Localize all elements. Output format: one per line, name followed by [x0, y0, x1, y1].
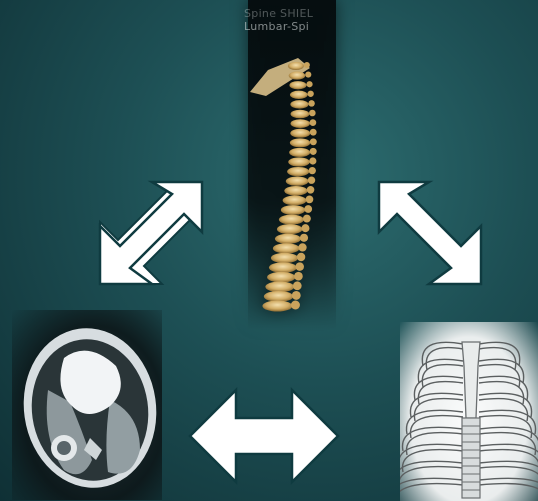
- vertebra-process: [307, 186, 315, 194]
- vertebra-process: [300, 234, 308, 242]
- vertebra-process: [304, 62, 310, 68]
- vertebra-process: [309, 110, 316, 117]
- rib-cage-graphic: [400, 322, 538, 501]
- vertebra: [289, 81, 306, 89]
- vertebra: [277, 224, 303, 234]
- vertebra: [290, 100, 308, 108]
- vertebra: [269, 262, 297, 273]
- vertebra: [288, 62, 304, 70]
- spine-3d-image: [248, 0, 336, 330]
- vertebra-process: [307, 91, 313, 97]
- vertebra-process: [310, 129, 317, 136]
- vertebra: [291, 110, 310, 119]
- horizontal-double-arrow-icon: [188, 384, 340, 488]
- diagonal-double-arrow-icon: [96, 180, 206, 286]
- vertebra: [271, 253, 298, 263]
- vertebra-process: [297, 253, 305, 261]
- rib: [400, 461, 463, 485]
- diagonal-double-arrow-icon: [375, 180, 485, 286]
- rib-inner: [400, 484, 463, 501]
- rib-cage-image: [400, 322, 538, 501]
- vertebra-process: [306, 196, 314, 204]
- vertebra: [287, 167, 309, 176]
- chest-ct-image: [12, 310, 162, 500]
- spine-caption-line1: Spine SHIEL: [244, 7, 354, 20]
- vertebra: [262, 301, 292, 312]
- vertebra: [290, 129, 310, 138]
- vertebra-process: [304, 205, 312, 213]
- vertebra: [265, 281, 294, 292]
- vertebra: [273, 243, 300, 253]
- vertebra-process: [292, 291, 301, 300]
- vertebra-process: [308, 176, 315, 183]
- vertebra-process: [310, 138, 317, 145]
- vertebra-process: [305, 72, 311, 78]
- vertebra-process: [310, 148, 317, 155]
- vertebra: [289, 72, 306, 80]
- chest-ct-graphic: [12, 310, 162, 500]
- vertebra-process: [294, 272, 303, 281]
- vertebra-process: [308, 100, 314, 106]
- vertebra: [290, 138, 310, 147]
- vertebra: [291, 119, 310, 128]
- vertebra-process: [310, 119, 317, 126]
- vertebra-process: [291, 301, 300, 310]
- spine-caption-line2: Lumbar-Spi: [244, 20, 354, 33]
- vertebra-process: [295, 262, 304, 271]
- vertebra-process: [309, 157, 316, 164]
- vertebra: [288, 157, 310, 166]
- vertebra: [290, 91, 308, 99]
- vertebra: [289, 148, 310, 157]
- rib: [479, 478, 538, 501]
- vertebra-process: [293, 281, 302, 290]
- spine-image-caption: Spine SHIEL Lumbar-Spi: [244, 7, 354, 33]
- vertebra: [283, 196, 307, 206]
- spine-3d-graphic: [248, 0, 336, 330]
- vertebra-process: [306, 81, 312, 87]
- rib: [400, 478, 463, 501]
- vertebra: [264, 291, 293, 302]
- vertebra-process: [303, 215, 311, 223]
- vertebra: [286, 176, 309, 185]
- vertebra: [275, 234, 301, 244]
- vertebra-process: [301, 224, 309, 232]
- rib: [479, 461, 538, 485]
- vertebra-process: [298, 243, 306, 251]
- vertebra: [267, 272, 295, 283]
- vertebra-process: [309, 167, 316, 174]
- rib: [479, 444, 538, 468]
- vertebra: [281, 205, 305, 215]
- rib-inner: [479, 484, 538, 501]
- vertebra: [284, 186, 307, 196]
- vertebra: [279, 215, 304, 225]
